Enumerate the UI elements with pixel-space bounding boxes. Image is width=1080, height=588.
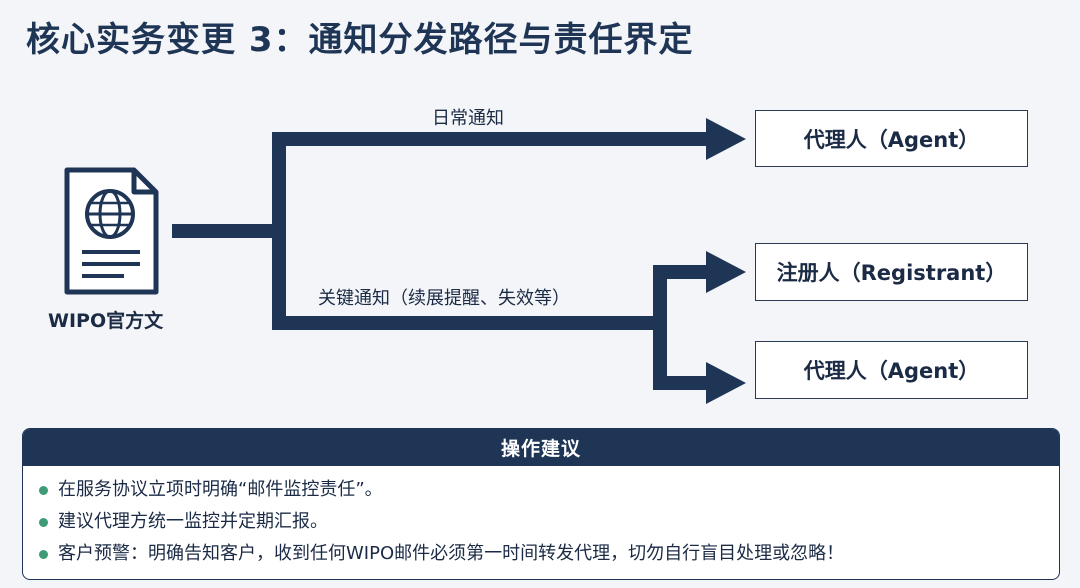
source-label: WIPO官方文: [48, 310, 164, 332]
list-item: 建议代理方统一监控并定期汇报。: [39, 506, 1059, 538]
daily-notice-label: 日常通知: [432, 108, 504, 129]
advice-list: 在服务协议立项时明确“邮件监控责任”。 建议代理方统一监控并定期汇报。 客户预警…: [23, 466, 1059, 570]
arrowheads: [706, 118, 746, 404]
bullet-icon: [39, 485, 48, 495]
bullet-icon: [39, 549, 48, 559]
list-item: 客户预警：明确告知客户，收到任何WIPO邮件必须第一时间转发代理，切勿自行盲目处…: [39, 538, 1059, 570]
flow-diagram: [64, 118, 746, 404]
document-globe-icon: [64, 167, 159, 295]
target-key-agent: 代理人（Agent）: [755, 341, 1028, 399]
list-item: 在服务协议立项时明确“邮件监控责任”。: [39, 474, 1059, 506]
page-title: 核心实务变更 3：通知分发路径与责任界定: [26, 20, 694, 60]
target-daily-agent: 代理人（Agent）: [755, 110, 1028, 167]
target-registrant: 注册人（Registrant）: [755, 243, 1028, 301]
advice-panel: 操作建议 在服务协议立项时明确“邮件监控责任”。 建议代理方统一监控并定期汇报。…: [22, 428, 1060, 580]
flow-connectors: [172, 132, 710, 390]
advice-header: 操作建议: [23, 429, 1059, 466]
key-notice-label: 关键通知（续展提醒、失效等）: [318, 288, 570, 309]
bullet-icon: [39, 517, 48, 527]
